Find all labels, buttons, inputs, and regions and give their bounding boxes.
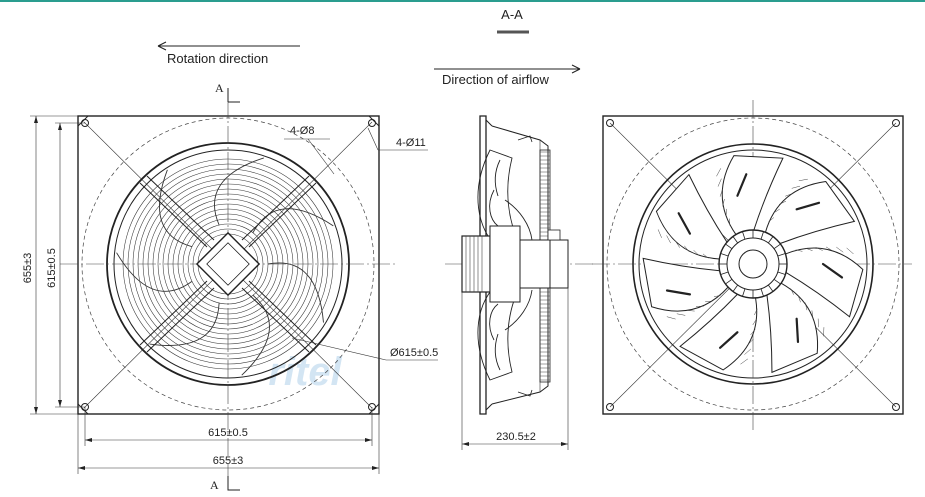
motor-body bbox=[461, 235, 491, 293]
rear-view bbox=[592, 100, 912, 430]
section-title: A-A bbox=[501, 7, 523, 22]
hole-large-label: 4-Ø11 bbox=[396, 137, 426, 149]
hole-small-label: 4-Ø8 bbox=[290, 125, 314, 137]
outer-height-label: 655±3 bbox=[22, 253, 34, 284]
inner-width-label: 615±0.5 bbox=[208, 427, 248, 439]
airflow-label: Direction of airflow bbox=[442, 72, 550, 87]
outer-width-label: 655±3 bbox=[213, 455, 244, 467]
section-mark-top: A bbox=[215, 81, 224, 95]
rear-blades bbox=[642, 155, 864, 374]
side-view: Direction of airflow bbox=[434, 64, 595, 450]
inner-height-label: 615±0.5 bbox=[46, 248, 58, 288]
rear-hub bbox=[718, 229, 788, 299]
rotation-label: Rotation direction bbox=[167, 51, 268, 66]
guard-diameter-label: Ø615±0.5 bbox=[390, 347, 438, 359]
front-view: ritel A A bbox=[22, 41, 438, 492]
section-mark-bottom: A bbox=[210, 478, 219, 492]
mounting-plate bbox=[77, 115, 380, 415]
depth-label: 230.5±2 bbox=[496, 431, 536, 443]
junction-box bbox=[549, 239, 569, 289]
motor-hub bbox=[195, 231, 261, 297]
